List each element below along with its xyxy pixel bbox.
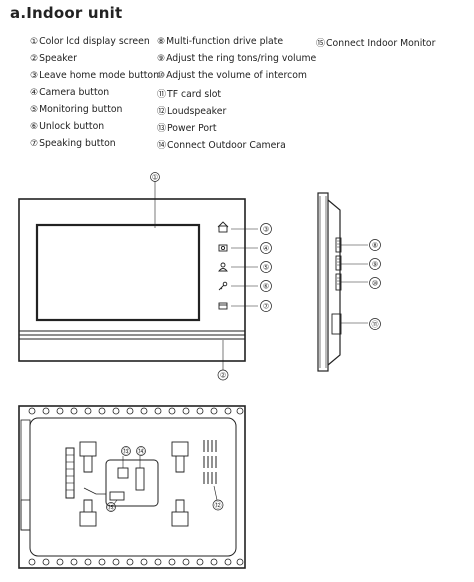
legend-item-unlock: ⑥Unlock button: [30, 121, 105, 132]
legend-item-tf-card: ⑪TF card slot: [157, 89, 222, 100]
callout-leave-home: ③: [260, 223, 272, 235]
svg-text:⑤: ⑤: [263, 264, 269, 272]
mounting-boss-top-right: [171, 441, 189, 473]
svg-text:①: ①: [152, 174, 158, 182]
side-back-plate: [317, 192, 329, 372]
lcd-screen: [35, 223, 201, 322]
callout-tf-card: ⑪: [369, 318, 381, 330]
legend-item-monitoring: ⑤Monitoring button: [30, 104, 123, 115]
svg-text:⑭: ⑭: [138, 448, 145, 456]
callout-screen: ①: [150, 172, 160, 182]
house-icon: [217, 221, 229, 233]
monitor-person-icon: [218, 262, 228, 272]
mounting-boss-bottom-right: [171, 499, 189, 527]
svg-text:④: ④: [263, 245, 269, 253]
side-connector-strip: [65, 447, 75, 499]
callout-loudspeaker: ⑫: [212, 499, 224, 511]
svg-text:⑦: ⑦: [263, 303, 269, 311]
power-port: [117, 467, 129, 479]
legend-item-loudspeaker: ⑫Loudspeaker: [157, 106, 227, 117]
ring-volume-switch: [335, 255, 342, 271]
side-body: [327, 199, 341, 366]
legend-item-power-port: ⑬Power Port: [157, 123, 217, 134]
mounting-boss-top-left: [79, 441, 97, 473]
mounting-boss-bottom-left: [79, 499, 97, 527]
side-view: [317, 192, 368, 372]
back-housing: [18, 405, 246, 569]
callout-drive-plate: ⑧: [369, 239, 381, 251]
key-icon: [218, 281, 228, 291]
legend-item-ring-volume: ⑨Adjust the ring tons/ring volume: [157, 53, 317, 64]
legend-item-screen: ①Color lcd display screen: [30, 36, 150, 47]
mounting-holes: [28, 407, 244, 566]
svg-text:⑮: ⑮: [108, 504, 115, 512]
legend-item-intercom-volume: ⑩Adjust the volume of intercom: [157, 70, 307, 81]
svg-text:⑧: ⑧: [372, 242, 378, 250]
port-block: [105, 459, 159, 507]
tf-card-slot: [331, 313, 342, 335]
callout-ring-volume: ⑨: [369, 258, 381, 270]
callout-indoor-monitor: ⑮: [106, 502, 116, 512]
page-title: a.Indoor unit: [10, 4, 123, 22]
legend-item-outdoor-camera: ⑭Connect Outdoor Camera: [157, 140, 286, 151]
legend-item-drive-plate: ⑧Multi-function drive plate: [157, 36, 284, 47]
svg-text:⑬: ⑬: [123, 448, 130, 456]
svg-text:②: ②: [220, 372, 226, 380]
svg-text:⑩: ⑩: [372, 280, 378, 288]
callout-camera: ④: [260, 242, 272, 254]
legend-item-indoor-monitor: ⑮Connect Indoor Monitor: [316, 38, 436, 49]
svg-text:⑫: ⑫: [215, 502, 222, 510]
front-housing: [18, 198, 246, 362]
callout-unlock: ⑥: [260, 280, 272, 292]
camera-icon: [218, 244, 228, 252]
svg-text:⑥: ⑥: [263, 283, 269, 291]
callout-power-port: ⑬: [121, 446, 131, 456]
legend-item-speaking: ⑦Speaking button: [30, 138, 116, 149]
back-inner-panel: [29, 417, 237, 557]
legend-item-camera: ④Camera button: [30, 87, 110, 98]
svg-text:⑪: ⑪: [372, 321, 379, 329]
callout-intercom-volume: ⑩: [369, 277, 381, 289]
legend-item-speaker: ②Speaker: [30, 53, 77, 64]
svg-text:⑨: ⑨: [372, 261, 378, 269]
back-view: [18, 405, 246, 569]
front-view: [18, 181, 258, 370]
loudspeaker-grille: [203, 440, 217, 484]
outdoor-camera-port: [135, 467, 145, 491]
indoor-monitor-port: [109, 491, 125, 501]
callout-outdoor-camera: ⑭: [136, 446, 146, 456]
svg-text:③: ③: [263, 226, 269, 234]
callout-speaker: ②: [217, 369, 229, 381]
legend-item-leave-home: ③Leave home mode button: [30, 70, 159, 81]
back-left-rail: [20, 419, 31, 531]
callout-monitoring: ⑤: [260, 261, 272, 273]
callout-speaking: ⑦: [260, 300, 272, 312]
phone-icon: [218, 302, 228, 310]
